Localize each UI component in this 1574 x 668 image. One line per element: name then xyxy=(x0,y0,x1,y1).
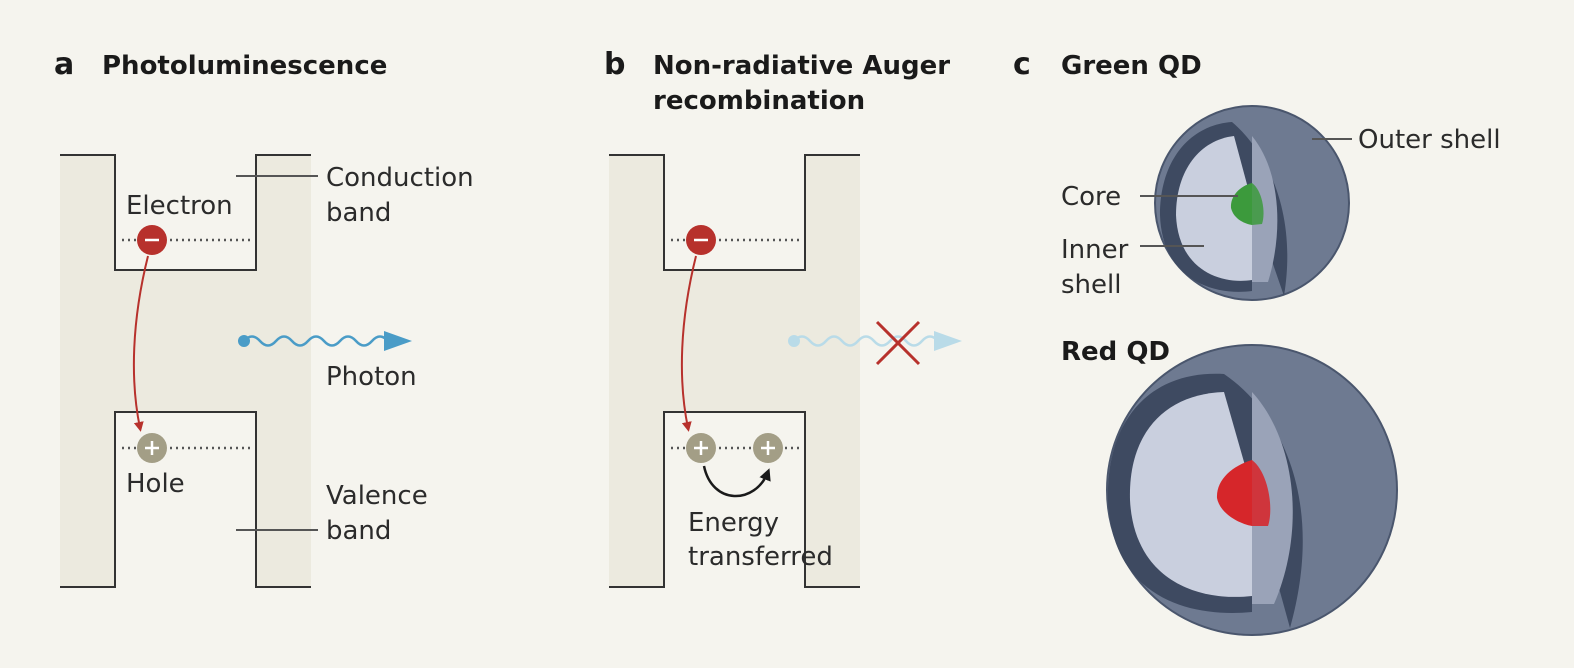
panel-c-letter: c xyxy=(1013,47,1031,82)
band-edge-a-lower xyxy=(60,411,311,588)
electron-label: Electron xyxy=(126,191,233,221)
outer-shell-label: Outer shell xyxy=(1358,125,1501,155)
electron-icon-b xyxy=(686,225,716,255)
red-qd-title: Red QD xyxy=(1061,337,1170,367)
panel-c: c Green QD Outer shell Core Inner shell … xyxy=(1013,47,1501,636)
electron-icon xyxy=(137,225,167,255)
green-qd-inner-shell-right xyxy=(1252,136,1278,282)
hole-icon xyxy=(137,433,167,463)
panel-b: b Non-radiative Auger recombination Ener… xyxy=(604,47,962,588)
energy-label-line1: Energy xyxy=(688,508,779,538)
conduction-band-label-line2: band xyxy=(326,198,391,228)
cross-icon xyxy=(875,320,921,366)
panel-a: a Photoluminescence Electron Hole Conduc… xyxy=(54,47,474,588)
valence-band-label-line1: Valence xyxy=(326,481,428,511)
green-qd-core-right xyxy=(1252,183,1264,225)
conduction-band-label-line1: Conduction xyxy=(326,163,474,193)
band-edge-a xyxy=(60,154,311,271)
green-qd xyxy=(1154,105,1350,301)
red-qd-core-right xyxy=(1252,460,1271,526)
red-qd-inner-shell-right xyxy=(1252,392,1293,604)
panel-b-title-line2: recombination xyxy=(653,86,865,116)
recombination-arrow-b xyxy=(680,255,697,432)
photon-label: Photon xyxy=(326,362,417,392)
energy-label-line2: transferred xyxy=(688,542,833,572)
core-label: Core xyxy=(1061,182,1121,212)
red-qd-core xyxy=(1216,460,1252,526)
band-shape-a xyxy=(60,155,311,587)
band-edge-b xyxy=(609,154,860,271)
band-edge-b-lower xyxy=(609,411,860,588)
panel-a-title: Photoluminescence xyxy=(102,51,387,81)
green-qd-inner-shell xyxy=(1176,136,1252,281)
panel-b-title-line1: Non-radiative Auger xyxy=(653,51,950,81)
photon-icon xyxy=(238,331,412,351)
panel-b-letter: b xyxy=(604,47,625,82)
hole-label: Hole xyxy=(126,469,185,499)
energy-transfer-arrow xyxy=(702,465,771,498)
band-diagram-a xyxy=(60,154,311,588)
hole-icon-b2 xyxy=(753,433,783,463)
green-qd-core xyxy=(1230,183,1252,225)
inner-shell-label-line1: Inner xyxy=(1061,235,1129,265)
band-diagram-b xyxy=(609,154,860,588)
inner-shell-label-line2: shell xyxy=(1061,270,1121,300)
blocked-photon-icon xyxy=(788,331,962,351)
panel-a-letter: a xyxy=(54,47,74,82)
hole-icon-b1 xyxy=(686,433,716,463)
red-qd-inner-shell xyxy=(1129,392,1252,597)
valence-band-label-line2: band xyxy=(326,516,391,546)
band-shape-b xyxy=(609,155,860,587)
recombination-arrow-a xyxy=(132,255,149,432)
red-qd xyxy=(1106,344,1398,636)
green-qd-title: Green QD xyxy=(1061,51,1202,81)
